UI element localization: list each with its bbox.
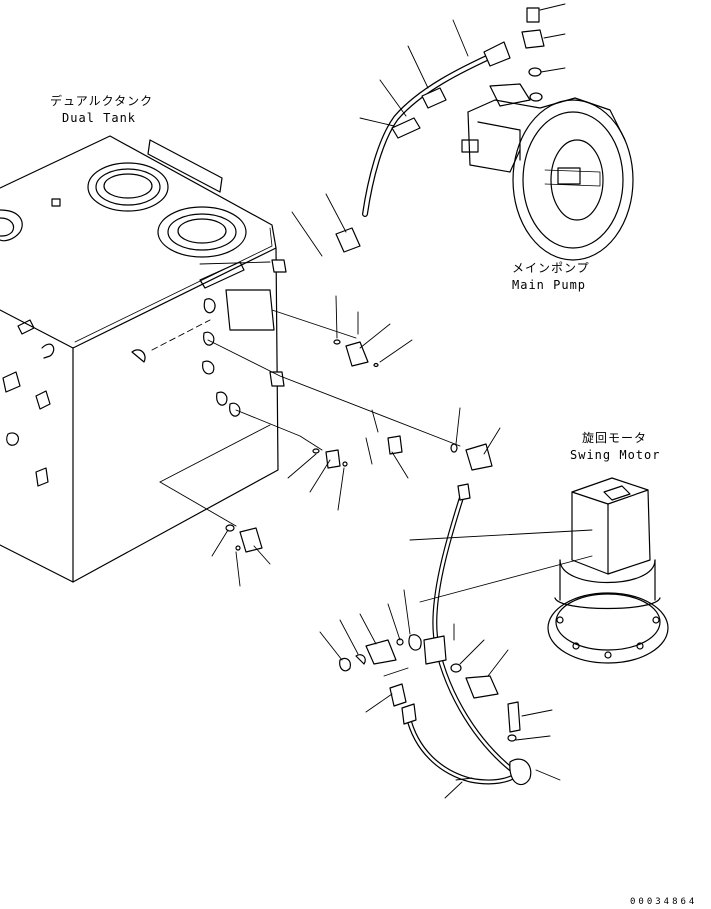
main-pump-label-jp: メインポンプ: [512, 261, 590, 275]
swing-motor-hose-2: [402, 704, 531, 785]
main-pump: [462, 84, 633, 260]
swing-motor-label-jp: 旋回モータ: [582, 431, 648, 445]
drawing-number: 00034864: [630, 897, 698, 907]
dual-tank-label-jp: デュアルクタンク: [50, 94, 154, 108]
main-pump-label-en: Main Pump: [512, 278, 587, 292]
swing-motor-label-en: Swing Motor: [570, 448, 661, 462]
tank-port-ring-1: [88, 163, 168, 211]
tank-port-ring-2: [158, 207, 246, 257]
swing-motor-hose-1: [435, 484, 520, 776]
reference-lines: [152, 262, 592, 602]
dual-tank-label-en: Dual Tank: [62, 111, 137, 125]
fittings: [132, 8, 544, 741]
leader-lines: [212, 4, 565, 798]
suction-hose: [365, 42, 510, 214]
swing-motor: [548, 478, 668, 663]
dual-tank: [0, 136, 278, 582]
tank-port-ring-3: [0, 210, 22, 241]
